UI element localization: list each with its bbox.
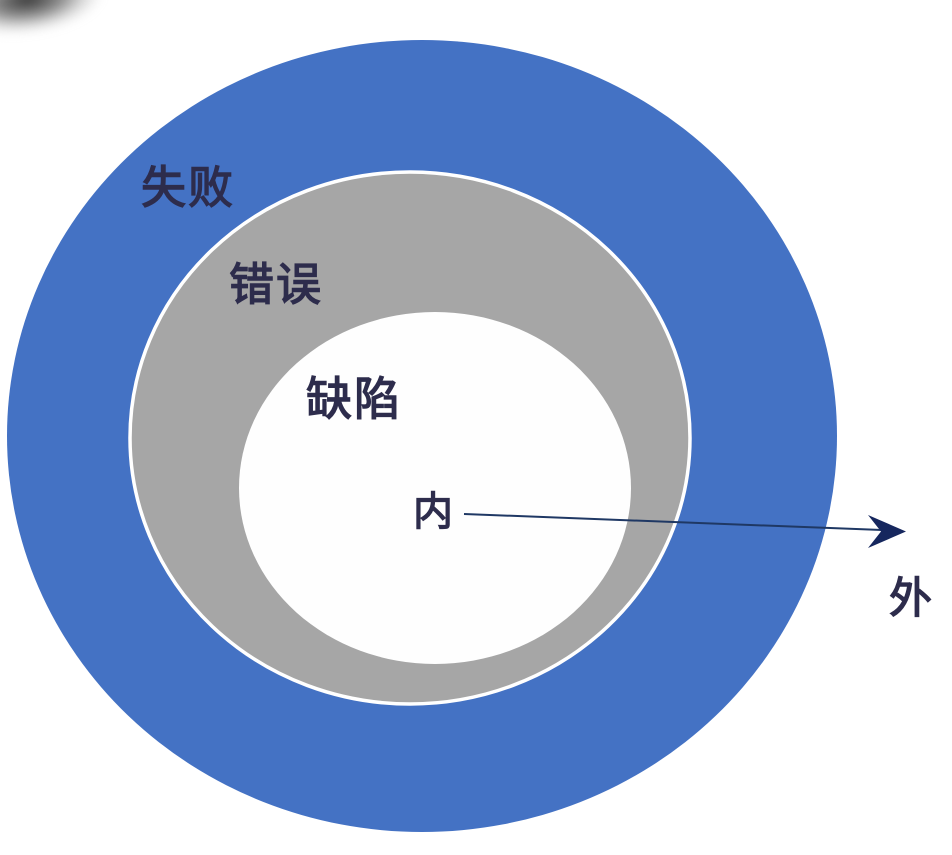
inner-axis-label: 内 xyxy=(413,490,453,534)
defect-circle xyxy=(239,312,631,664)
arrowhead-icon xyxy=(868,515,906,548)
outer-axis-label: 外 xyxy=(889,575,932,623)
error-label: 错误 xyxy=(229,259,324,310)
failure-label: 失败 xyxy=(141,162,236,213)
inner-outer-arrow-line xyxy=(463,513,883,531)
defect-label: 缺陷 xyxy=(306,373,402,425)
